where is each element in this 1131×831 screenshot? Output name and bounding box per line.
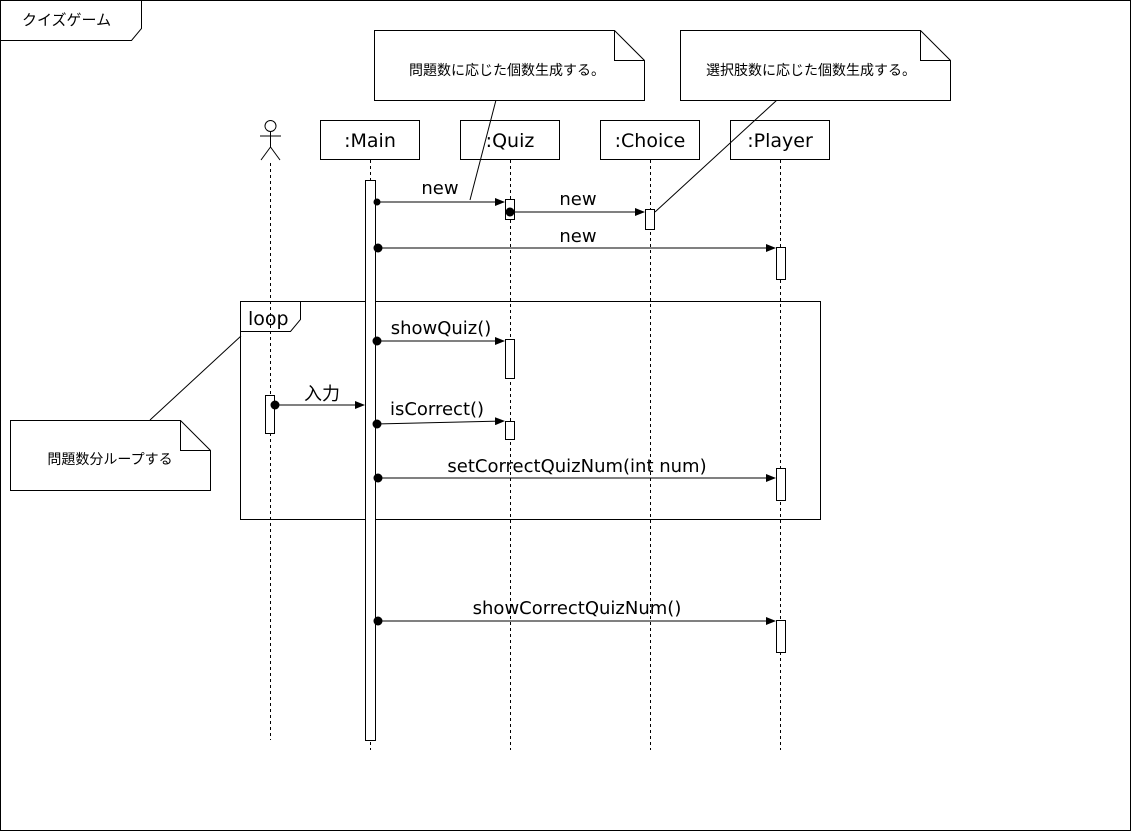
message-label-showquiz: showQuiz() xyxy=(391,318,492,339)
message-showcorrectquiznum xyxy=(373,616,776,626)
note-loop: 問題数分ループする xyxy=(10,420,211,491)
lifeline-player-head: :Player xyxy=(730,120,830,160)
note-loop-text: 問題数分ループする xyxy=(47,452,172,468)
message-iscorrect xyxy=(372,417,505,429)
message-label-new-quiz: new xyxy=(421,178,458,199)
message-main-new-player xyxy=(373,243,776,253)
message-setcorrectquiznum xyxy=(373,473,776,483)
activation-quiz-iscorrect xyxy=(505,421,515,440)
activation-player-showcorrect xyxy=(776,620,786,653)
lifeline-quiz-label: :Quiz xyxy=(486,130,535,152)
message-label-iscorrect: isCorrect() xyxy=(390,399,484,420)
note-quiz-count: 問題数に応じた個数生成する。 xyxy=(374,30,645,101)
loop-fragment-label: loop xyxy=(248,308,289,330)
lifeline-choice-head: :Choice xyxy=(600,120,700,160)
note-choice-count: 選択肢数に応じた個数生成する。 xyxy=(680,30,951,101)
frame-title: クイズゲーム xyxy=(22,11,111,29)
loop-fragment: loop xyxy=(240,301,821,520)
activation-player-setcorrect xyxy=(776,468,786,501)
activation-quiz-showquiz xyxy=(505,339,515,379)
actor-icon xyxy=(260,120,281,161)
message-quiz-new-choice xyxy=(505,207,645,217)
note-quiz-count-text: 問題数に応じた個数生成する。 xyxy=(409,63,605,79)
note-quiz-anchor xyxy=(469,99,497,201)
activation-actor-input xyxy=(265,395,275,434)
message-label-new-player: new xyxy=(559,226,596,247)
note-choice-anchor xyxy=(654,99,778,213)
message-showquiz xyxy=(372,336,505,346)
message-label-input: 入力 xyxy=(304,384,340,405)
activation-choice-new xyxy=(645,209,655,230)
messages xyxy=(270,198,776,626)
message-label-new-choice: new xyxy=(559,189,596,210)
lifeline-choice-label: :Choice xyxy=(615,130,686,152)
note-anchors xyxy=(149,99,778,421)
message-labels: new new new showQuiz() 入力 isCorrect() se… xyxy=(304,178,707,619)
message-label-setcorrectquiznum: setCorrectQuizNum(int num) xyxy=(447,456,706,477)
lifeline-main-label: :Main xyxy=(344,130,396,152)
note-loop-anchor xyxy=(149,335,242,421)
message-input xyxy=(270,400,365,410)
lifeline-quiz-head: :Quiz xyxy=(460,120,560,160)
message-main-new-quiz xyxy=(373,198,505,206)
note-choice-count-text: 選択肢数に応じた個数生成する。 xyxy=(706,63,916,79)
lifeline-main-head: :Main xyxy=(320,120,420,160)
activation-player-new xyxy=(776,247,786,280)
lifeline-player-label: :Player xyxy=(747,130,813,152)
activation-main xyxy=(365,180,376,741)
message-label-showcorrectquiznum: showCorrectQuizNum() xyxy=(473,598,682,619)
